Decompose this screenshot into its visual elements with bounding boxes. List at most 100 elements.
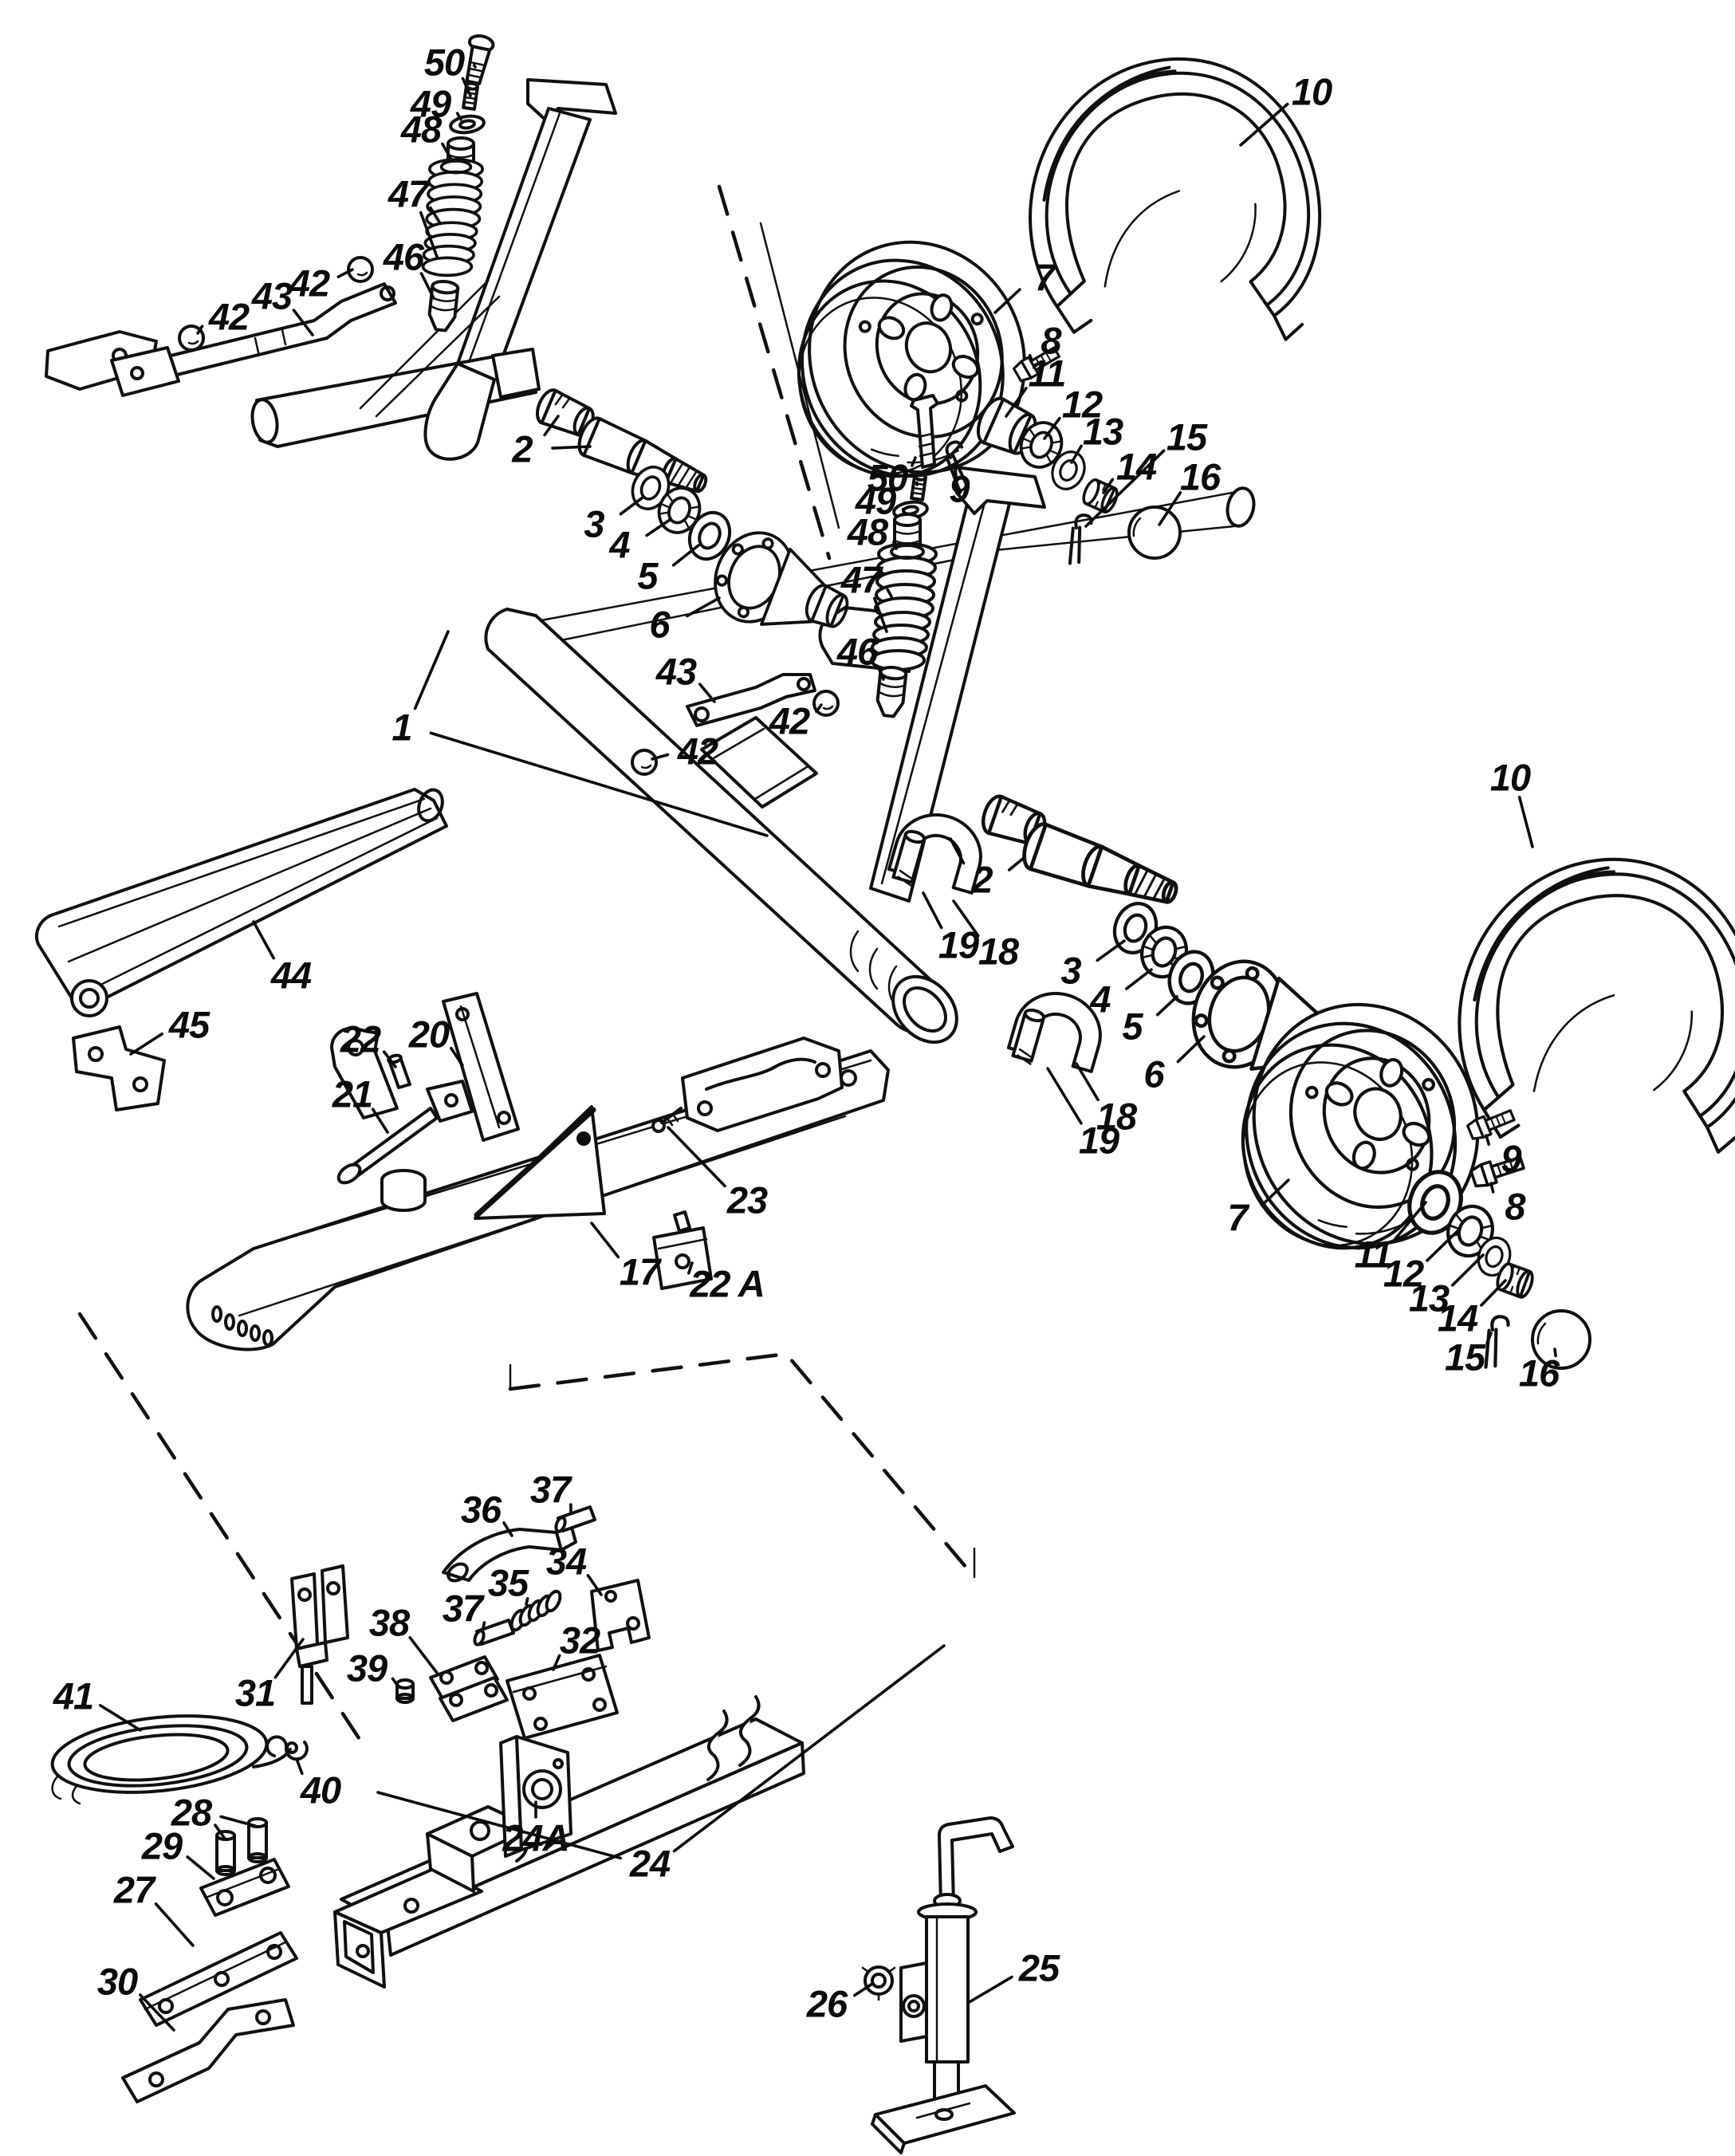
leader-line-47: [429, 206, 442, 225]
nut-26: [861, 1965, 896, 2001]
callout-27: 27: [113, 1869, 156, 1911]
callout-3: 3: [584, 503, 604, 545]
washer-49: [447, 112, 487, 136]
nut-39: [395, 1678, 415, 1704]
callout-42: 42: [208, 296, 250, 338]
callout-43: 43: [251, 275, 293, 317]
leader-line-21: [371, 1108, 389, 1134]
hose-coil-41: [50, 1714, 298, 1805]
callout-7: 7: [1227, 1197, 1249, 1239]
bar-27: [139, 1931, 298, 2027]
callout-5: 5: [1122, 1005, 1143, 1048]
leader-line-8: [1489, 1182, 1495, 1194]
callout-1: 1: [391, 706, 411, 749]
spindle-2: [1019, 820, 1183, 916]
callout-8: 8: [1041, 320, 1062, 362]
leader-line-10: [1239, 102, 1289, 147]
leader-line-26: [852, 1982, 874, 1997]
leader-line-2: [543, 415, 560, 437]
leader-line-49: [901, 507, 906, 515]
callout-15: 15: [1445, 1336, 1486, 1379]
callout-12: 12: [1383, 1253, 1424, 1295]
leader-line-34: [586, 1574, 603, 1596]
wheel-top: [756, 207, 1061, 513]
spring-47: [870, 542, 938, 671]
leader-line-29: [186, 1855, 215, 1880]
bracket-45: [72, 1025, 166, 1111]
callout-10: 10: [1490, 757, 1531, 799]
callout-50: 50: [868, 457, 908, 499]
lever-20: [330, 992, 520, 1142]
s-hook-40: [266, 1735, 309, 1761]
callout-9: 9: [1501, 1138, 1521, 1180]
callout-24A: 24A: [502, 1817, 568, 1859]
stabilizer-strap-middle: [631, 673, 840, 776]
leader-line-18: [1075, 1062, 1100, 1102]
leader-line-32: [552, 1654, 561, 1671]
leader-line-43: [698, 683, 716, 703]
callout-14: 14: [1438, 1297, 1478, 1340]
leader-line-5: [671, 544, 700, 567]
callout-4: 4: [1089, 978, 1111, 1021]
leader-line-12: [1426, 1228, 1461, 1262]
leader-line-22A: [687, 1261, 694, 1275]
leader-line-17: [590, 1222, 620, 1259]
leader-line-3: [619, 496, 644, 516]
leader-line-2: [949, 837, 966, 865]
callout-46: 46: [836, 631, 879, 673]
callout-41: 41: [53, 1675, 93, 1717]
leader-line-28: [219, 1815, 257, 1827]
callout-13: 13: [1409, 1277, 1450, 1320]
leader-line-1: [413, 630, 450, 710]
callout-3: 3: [1060, 950, 1081, 992]
callout-4: 4: [608, 524, 630, 566]
leader-line-16: [1553, 1348, 1557, 1358]
callout-49: 49: [855, 480, 896, 522]
callout-37: 37: [530, 1469, 572, 1511]
callout-8: 8: [1505, 1186, 1526, 1228]
leader-line-20: [450, 1046, 464, 1067]
callout-14: 14: [1116, 446, 1157, 488]
leader-line-36: [502, 1521, 513, 1537]
leader-line-9: [1485, 1134, 1491, 1147]
callout-42: 42: [677, 730, 718, 773]
callout-49: 49: [410, 83, 451, 125]
leader-line-47: [419, 210, 439, 258]
leader-line-13: [1070, 444, 1083, 464]
spring-47: [421, 158, 484, 277]
rod-21: [336, 1080, 474, 1185]
callout-22A: 22 A: [689, 1263, 765, 1305]
plate-34: [590, 1579, 651, 1652]
leader-line-19: [1046, 1067, 1083, 1125]
callout-28: 28: [171, 1792, 213, 1834]
castle-nut-14: [1079, 476, 1122, 516]
leader-line-12: [1043, 416, 1061, 440]
callout-50: 50: [424, 41, 465, 84]
hub-parts-top: [937, 342, 1182, 569]
callout-40: 40: [300, 1769, 341, 1812]
pin-28-b: [247, 1817, 268, 1863]
callout-13: 13: [1083, 411, 1123, 453]
plate-29: [199, 1858, 290, 1917]
pin-28-a: [215, 1830, 236, 1876]
shim-parts: [121, 1817, 298, 2103]
bar-30: [121, 1998, 295, 2103]
leader-line-8: [1028, 353, 1033, 362]
anchor-plate-32: [506, 1654, 619, 1740]
callout-24: 24: [629, 1843, 671, 1885]
leader-line-5: [1155, 995, 1178, 1017]
leader-line-14: [1480, 1279, 1507, 1307]
callout-25: 25: [1018, 1947, 1060, 1989]
leader-line-16: [1158, 491, 1182, 526]
leader-line-42: [336, 268, 354, 278]
callout-10: 10: [1292, 71, 1332, 113]
callout-29: 29: [141, 1825, 183, 1867]
callout-19: 19: [1079, 1119, 1119, 1162]
leader-line-23: [667, 1126, 726, 1188]
callout-17: 17: [620, 1251, 662, 1293]
leader-line-2: [1007, 856, 1025, 871]
callout-20: 20: [408, 1013, 450, 1056]
